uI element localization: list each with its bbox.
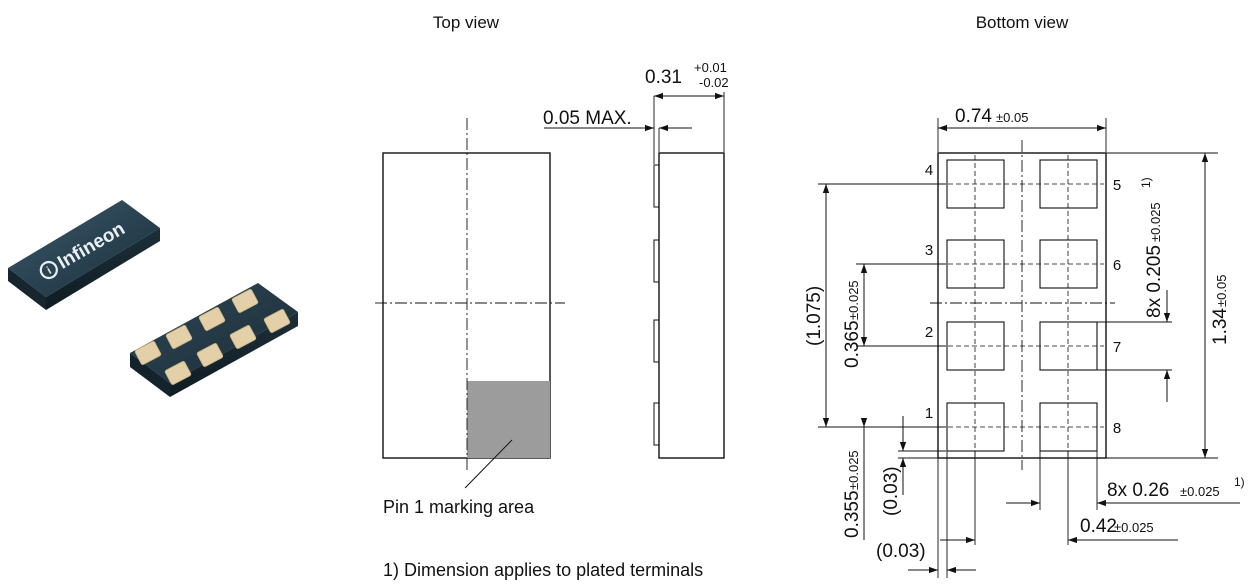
package-photo: i Infineon [8,200,298,397]
pad-height-value: 8x 0.205 [1144,245,1165,318]
pitch-value: 0.365 [842,320,863,368]
thickness-plus-tol: +0.01 [694,60,727,75]
pin-number-4: 4 [925,162,933,179]
pin-number-1: 1 [925,405,933,422]
top-view-outline [382,152,551,459]
thickness-value: 0.31 [645,67,682,88]
width-tol: ±0.05 [996,110,1028,125]
pin-number-5: 5 [1113,177,1121,194]
bottom-view-outline [937,152,1107,459]
pad-height-note: 1) [1139,177,1153,188]
standoff-max-label: 0.05 MAX. [543,108,632,129]
top-view-title: Top view [433,13,500,32]
pad-width-note: 1) [1234,475,1245,489]
pin-number-2: 2 [925,324,933,341]
height-value: 1.34 [1210,308,1231,345]
pin-number-7: 7 [1113,339,1121,356]
height-tol: ±0.05 [1214,275,1229,307]
pad-height-tol: ±0.025 [1148,202,1163,242]
pad-width-tol: ±0.025 [1180,484,1220,499]
infineon-logo-icon [39,260,58,280]
pin-number-3: 3 [925,242,933,259]
thickness-minus-tol: -0.02 [699,75,729,90]
column-pitch-tol: ±0.025 [1114,520,1154,535]
vertical-gap-value: (0.03) [881,466,902,516]
pitch-ref-value: (1.075) [804,286,825,346]
bottom-view [818,118,1240,578]
pin-number-6: 6 [1113,257,1121,274]
logo-glyph: i [45,265,54,277]
pin-number-8: 8 [1113,420,1121,437]
pitch-tol: ±0.025 [846,280,861,320]
side-view [544,92,725,459]
top-view [375,118,565,489]
column-pitch-value: 0.42 [1080,516,1117,537]
pin1-label: Pin 1 marking area [383,497,535,517]
width-value: 0.74 [955,106,992,127]
pin1-marking-area [467,381,550,458]
horizontal-gap-value: (0.03) [876,541,926,562]
pin1-leader [464,439,513,489]
package-bottom-render [130,283,298,397]
footnote: 1) Dimension applies to plated terminals [383,560,703,580]
pad-width-value: 8x 0.26 [1107,480,1169,501]
edge-offset-tol: ±0.025 [846,450,861,490]
edge-offset-value: 0.355 [842,490,863,538]
side-view-outline [658,152,725,459]
bottom-view-title: Bottom view [976,13,1069,32]
package-top-render: i Infineon [8,200,160,310]
